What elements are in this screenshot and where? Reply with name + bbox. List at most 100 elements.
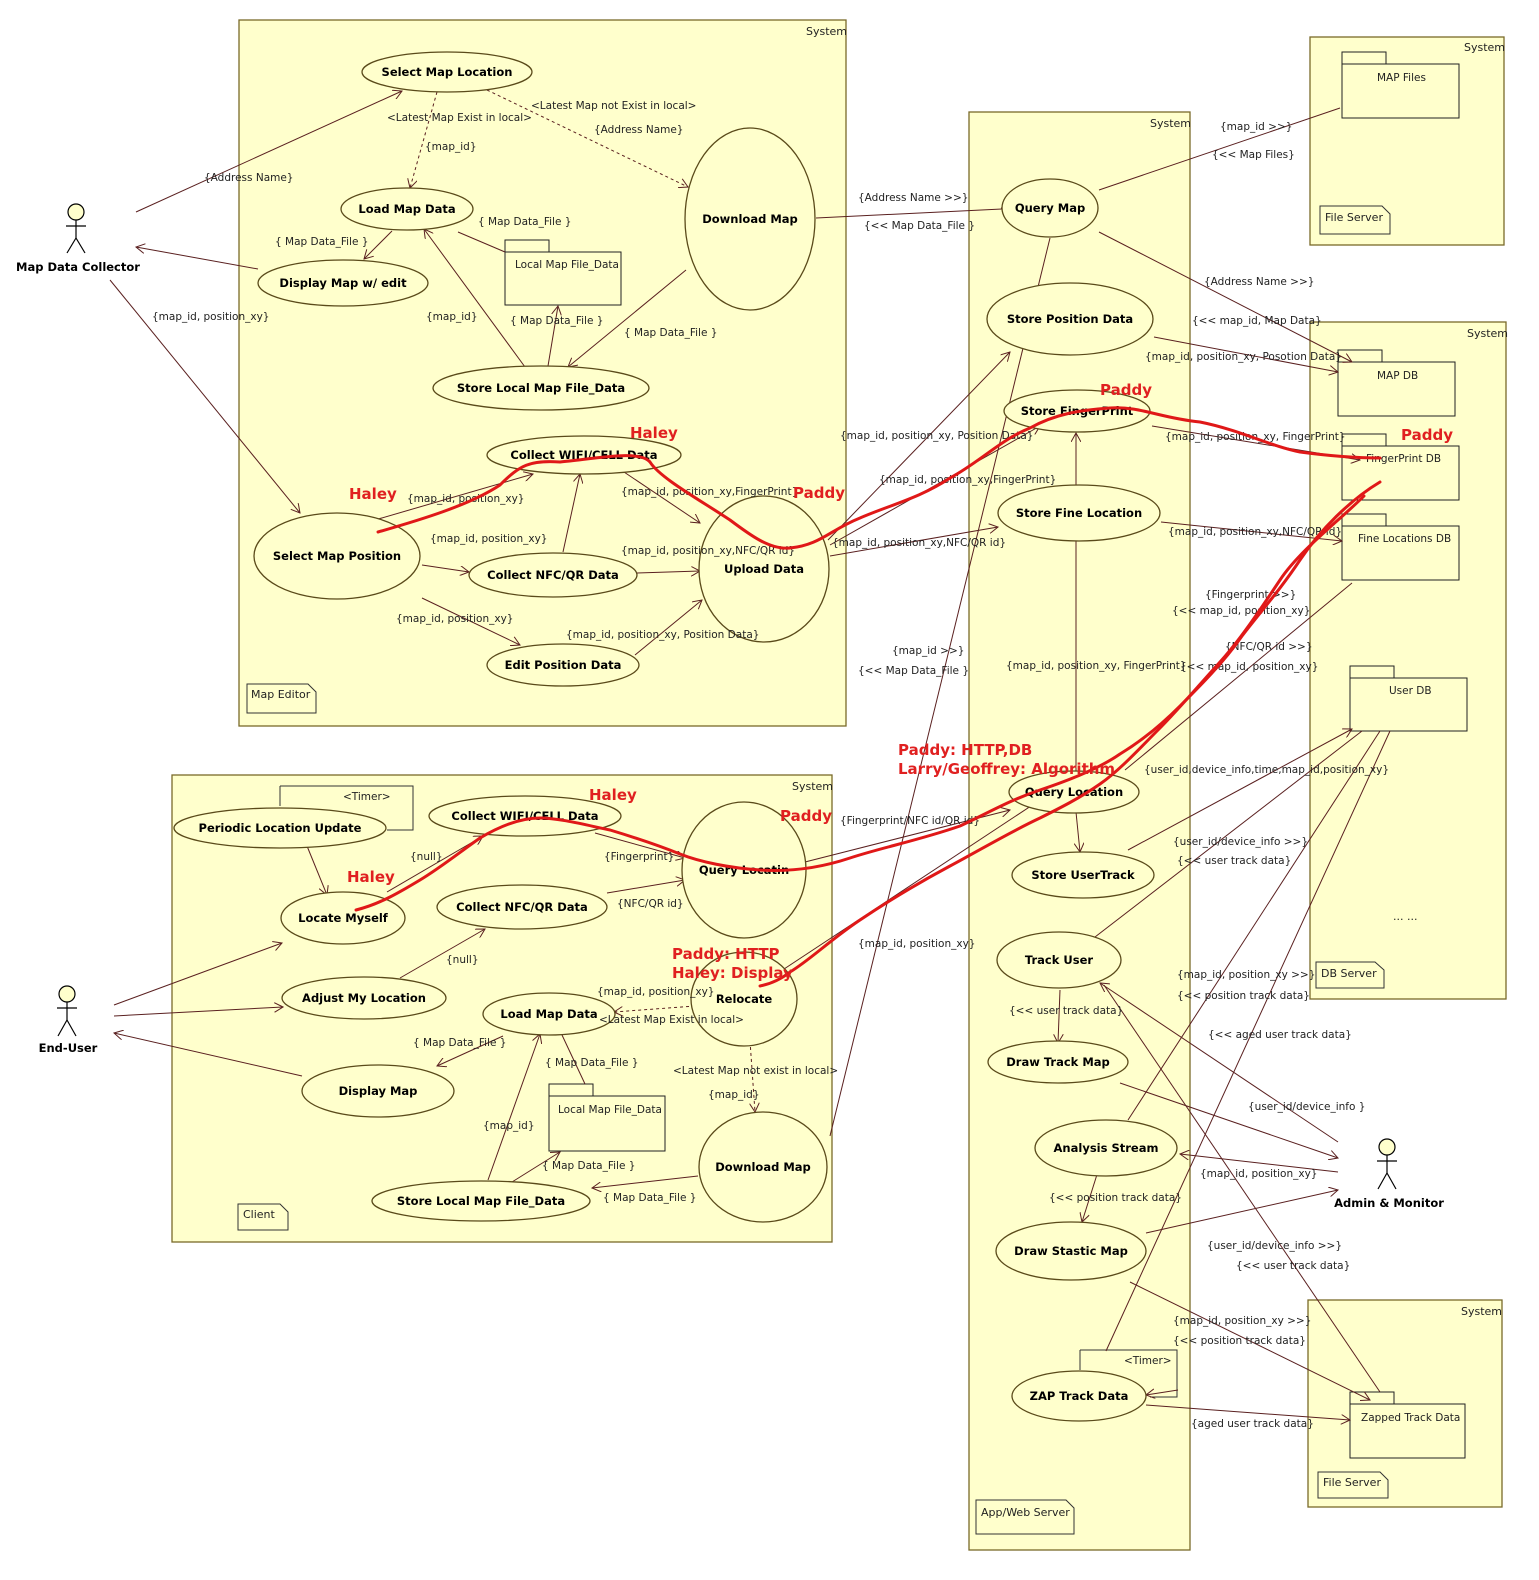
svg-text:System: System [1461, 1305, 1502, 1318]
svg-text:{ Map Data_File }: { Map Data_File } [624, 327, 717, 339]
usecase-periodic-update[interactable]: Periodic Location Update [173, 807, 387, 849]
usecase-query-location[interactable]: Query Location [1008, 770, 1140, 814]
app-server-note [975, 1499, 1075, 1535]
svg-text:{map_id, position_xy}: {map_id, position_xy} [430, 533, 547, 545]
svg-text:Store Fine Location: Store Fine Location [1016, 506, 1142, 520]
svg-text:Paddy: HTTP,DB: Paddy: HTTP,DB [898, 741, 1032, 759]
svg-text:MAP DB: MAP DB [1377, 370, 1418, 382]
svg-text:{user_id/device_info }: {user_id/device_info } [1248, 1101, 1365, 1113]
svg-text:{map_id, position_xy, Position: {map_id, position_xy, Position Data} [566, 629, 759, 641]
svg-text:... ...: ... ... [1393, 910, 1417, 923]
svg-text:{map_id}: {map_id} [426, 311, 478, 323]
actor-collector-label: Map Data Collector [16, 260, 140, 274]
svg-text:{<< aged user track data}: {<< aged user track data} [1208, 1029, 1352, 1041]
usecase-collect-nfc-editor[interactable]: Collect NFC/QR Data [468, 552, 638, 598]
usecase-collect-wifi-client[interactable]: Collect WIFI/CELL Data [428, 795, 622, 837]
svg-text:Fine Locations DB: Fine Locations DB [1358, 533, 1451, 545]
svg-text:Select Map Location: Select Map Location [382, 65, 513, 79]
usecase-store-position[interactable]: Store Position Data [986, 282, 1154, 356]
svg-text:{<< position track data}: {<< position track data} [1049, 1192, 1182, 1204]
svg-text:{user_id/device_info >>}: {user_id/device_info >>} [1207, 1240, 1342, 1252]
svg-text:Draw Stastic Map: Draw Stastic Map [1014, 1244, 1128, 1258]
usecase-store-fine[interactable]: Store Fine Location [997, 484, 1161, 542]
svg-text:{map_id, position_xy >>}: {map_id, position_xy >>} [1177, 969, 1315, 981]
svg-text:{<< user track data}: {<< user track data} [1236, 1260, 1350, 1272]
svg-text:Draw Track Map: Draw Track Map [1006, 1055, 1110, 1069]
svg-text:Paddy: Paddy [1100, 381, 1152, 399]
usecase-select-map-position[interactable]: Select Map Position [253, 512, 421, 600]
usecase-zap-track[interactable]: ZAP Track Data [1011, 1370, 1147, 1422]
usecase-load-map-data[interactable]: Load Map Data [340, 187, 474, 231]
svg-text:{map_id, position_xy}: {map_id, position_xy} [1200, 1168, 1317, 1180]
svg-text:System: System [1464, 41, 1505, 54]
usecase-adjust-location[interactable]: Adjust My Location [281, 976, 447, 1020]
svg-text:Relocate: Relocate [716, 992, 773, 1006]
svg-text:{ Map Data_File }: { Map Data_File } [478, 216, 571, 228]
svg-text:{map_id, position_xy,NFC/QR id: {map_id, position_xy,NFC/QR id} [1168, 526, 1342, 538]
usecase-upload-data[interactable]: Upload Data [698, 495, 830, 643]
svg-text:System: System [1150, 117, 1191, 130]
svg-text:ZAP Track Data: ZAP Track Data [1030, 1389, 1129, 1403]
actor-admin-monitor[interactable] [1377, 1138, 1397, 1190]
svg-text:{Fingerprint >>}: {Fingerprint >>} [1205, 589, 1296, 601]
usecase-track-user[interactable]: Track User [996, 931, 1122, 989]
svg-text:Paddy: Paddy [1401, 426, 1453, 444]
timer-client: <Timer> [279, 785, 414, 831]
svg-text:<Latest Map Exist in local>: <Latest Map Exist in local> [387, 112, 532, 124]
usecase-display-map[interactable]: Display Map [301, 1064, 455, 1118]
usecase-draw-track[interactable]: Draw Track Map [987, 1040, 1129, 1084]
usecase-download-map-editor[interactable]: Download Map [684, 127, 816, 311]
usecase-load-map-client[interactable]: Load Map Data [482, 992, 616, 1036]
svg-text:{map_id}: {map_id} [708, 1089, 760, 1101]
svg-text:<Timer>: <Timer> [1124, 1355, 1172, 1367]
usecase-relocate[interactable]: Relocate [690, 951, 798, 1047]
svg-text:Query Location: Query Location [1025, 785, 1123, 799]
svg-text:{<< position track data}: {<< position track data} [1177, 990, 1310, 1002]
svg-text:User DB: User DB [1389, 685, 1432, 697]
timer-server: <Timer> [1079, 1349, 1178, 1398]
usecase-query-map[interactable]: Query Map [1001, 178, 1099, 238]
usecase-edit-position[interactable]: Edit Position Data [486, 643, 640, 687]
svg-text:File Server: File Server [1323, 1476, 1381, 1489]
usecase-collect-nfc-client[interactable]: Collect NFC/QR Data [436, 884, 608, 930]
usecase-download-map-client[interactable]: Download Map [698, 1111, 828, 1223]
svg-text:{ Map Data_File }: { Map Data_File } [542, 1160, 635, 1172]
usecase-collect-wifi-editor[interactable]: Collect WIFI/CELL Data [486, 435, 682, 475]
actor-end-user[interactable] [57, 985, 77, 1037]
svg-text:{map_id, position_xy,FingerPri: {map_id, position_xy,FingerPrint} [879, 474, 1056, 486]
svg-text:{NFC/QR id}: {NFC/QR id} [617, 898, 684, 910]
package-user-db: User DB [1349, 665, 1468, 732]
svg-text:Locate Myself: Locate Myself [298, 911, 389, 925]
svg-text:Collect NFC/QR Data: Collect NFC/QR Data [456, 900, 588, 914]
usecase-display-map-edit[interactable]: Display Map w/ edit [257, 259, 429, 307]
svg-text:{Address Name}: {Address Name} [594, 124, 684, 136]
svg-text:<Latest Map not Exist in local: <Latest Map not Exist in local> [531, 100, 696, 112]
connector-labels: {Address Name} <Latest Map Exist in loca… [152, 100, 1389, 1430]
svg-text:Zapped Track Data: Zapped Track Data [1361, 1412, 1460, 1424]
package-local-map-editor: Local Map File_Data [504, 239, 622, 306]
svg-text:{map_id >>}: {map_id >>} [1220, 121, 1292, 133]
usecase-store-usertrack[interactable]: Store UserTrack [1011, 851, 1155, 899]
usecase-select-map-location[interactable]: Select Map Location [361, 51, 533, 93]
svg-text:Adjust My Location: Adjust My Location [302, 991, 426, 1005]
db-server-note [1315, 961, 1385, 989]
svg-text:Local Map File_Data: Local Map File_Data [558, 1104, 662, 1116]
svg-text:{map_id, position_xy}: {map_id, position_xy} [597, 986, 714, 998]
svg-text:{map_id, position_xy,NFC/QR id: {map_id, position_xy,NFC/QR id} [832, 537, 1006, 549]
svg-text:{map_id, position_xy}: {map_id, position_xy} [407, 493, 524, 505]
svg-text:Upload Data: Upload Data [724, 562, 804, 576]
svg-text:{NFC/QR id >>}: {NFC/QR id >>} [1225, 641, 1313, 653]
usecase-store-local-map-client[interactable]: Store Local Map File_Data [371, 1180, 591, 1222]
svg-text:{<< Map Files}: {<< Map Files} [1212, 149, 1295, 161]
svg-text:Periodic Location Update: Periodic Location Update [199, 821, 362, 835]
svg-text:Paddy: Paddy [780, 807, 832, 825]
svg-text:Query Map: Query Map [1015, 201, 1085, 215]
usecase-analysis-stream[interactable]: Analysis Stream [1034, 1119, 1178, 1177]
client-note [237, 1203, 289, 1231]
actor-map-data-collector[interactable] [66, 203, 86, 254]
usecase-store-local-map-editor[interactable]: Store Local Map File_Data [432, 365, 650, 411]
usecase-draw-stastic[interactable]: Draw Stastic Map [995, 1221, 1147, 1281]
package-fingerprint-db: FingerPrint DB [1341, 433, 1460, 501]
package-fine-locations-db: Fine Locations DB [1341, 513, 1460, 581]
svg-text:{ Map Data_File }: { Map Data_File } [413, 1037, 506, 1049]
